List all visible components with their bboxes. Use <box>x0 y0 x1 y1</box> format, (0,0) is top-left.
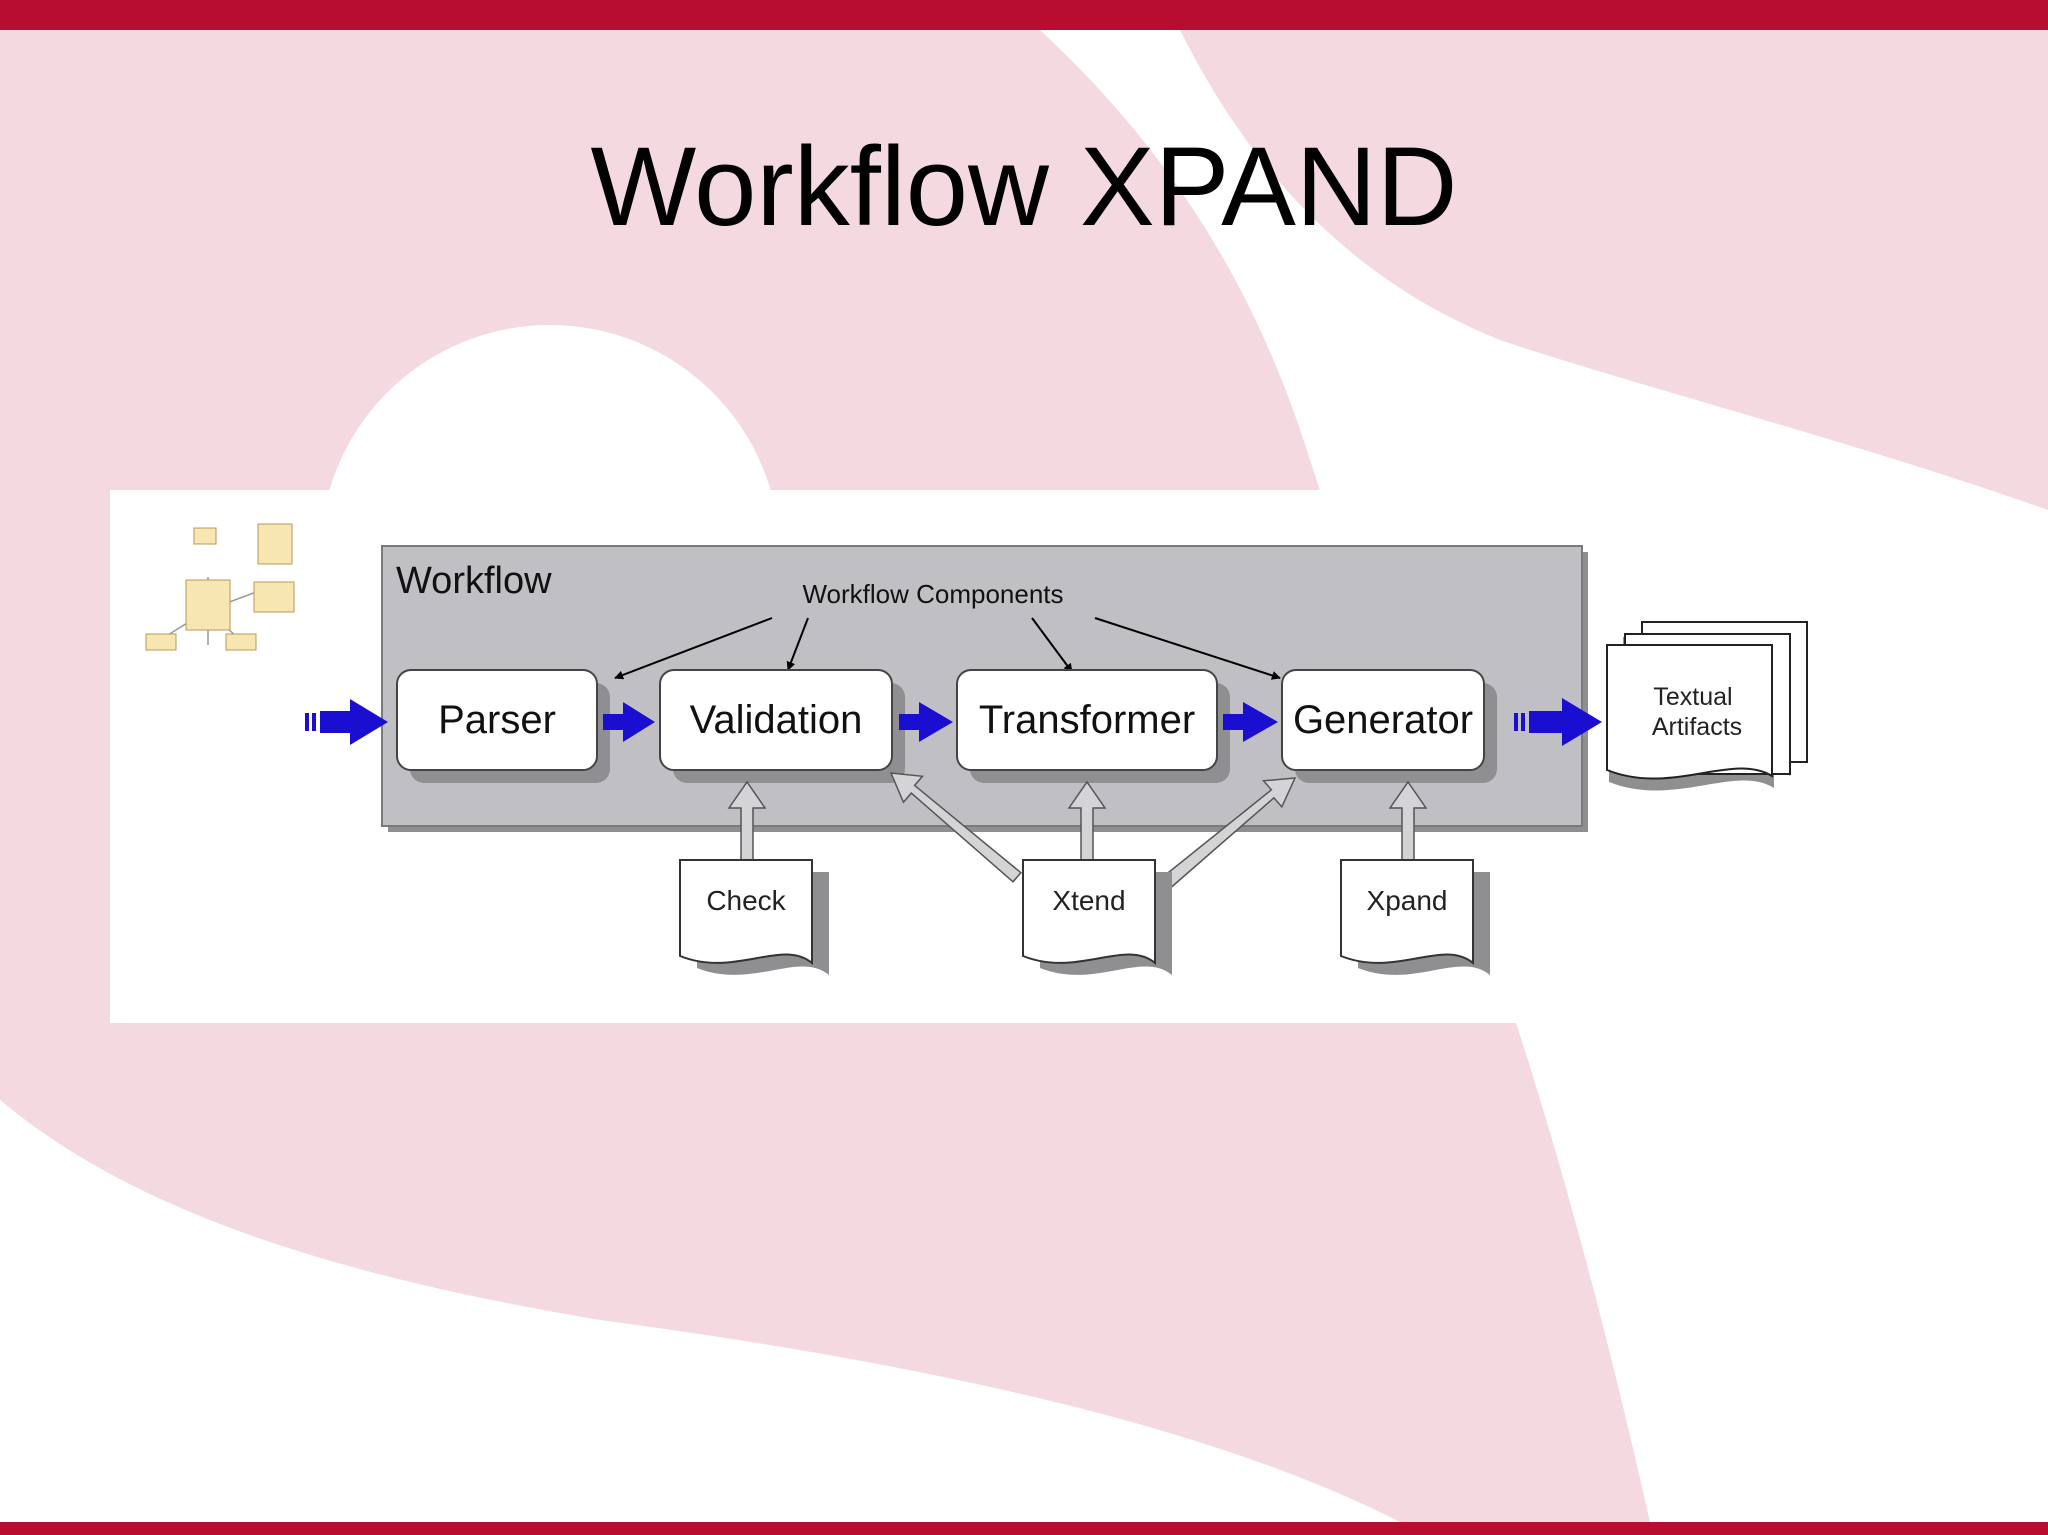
arrow-xpand-to-generator <box>1388 780 1428 861</box>
document-xtend: Xtend <box>1022 859 1172 975</box>
top-accent-bar <box>0 0 2048 30</box>
bottom-accent-bar <box>0 1522 2048 1535</box>
document-label-xpand: Xpand <box>1367 885 1448 916</box>
document-label-check: Check <box>706 885 786 916</box>
pointer-arrow-transformer <box>1031 617 1073 673</box>
document-label-xtend: Xtend <box>1052 885 1125 916</box>
artifacts-label-line1: Textual <box>1653 683 1732 711</box>
flow-arrow-validation-transformer <box>899 702 953 742</box>
input-flow-arrow <box>305 699 388 745</box>
artifacts-label-line2: Artifacts <box>1652 713 1742 741</box>
pointer-arrow-generator <box>1094 617 1281 680</box>
background-right-shape <box>1180 30 2048 510</box>
arrow-xtend-to-validation <box>889 772 1022 883</box>
component-label-validation: Validation <box>690 698 863 742</box>
pointer-arrow-validation <box>786 617 809 671</box>
arrow-xtend-to-transformer <box>1067 780 1107 861</box>
component-pointer-arrows <box>614 617 1281 680</box>
component-parser: Parser <box>396 669 598 771</box>
component-label-generator: Generator <box>1293 698 1473 742</box>
workflow-components-label: Workflow Components <box>802 579 1063 609</box>
document-check: Check <box>679 859 829 975</box>
component-label-parser: Parser <box>438 698 556 742</box>
workflow-diagram: Workflow Workflow Components Parser <box>145 523 1808 975</box>
slide-title: Workflow XPAND <box>590 124 1458 249</box>
component-validation: Validation <box>659 669 893 771</box>
language-arrows <box>727 772 1428 890</box>
component-label-transformer: Transformer <box>979 698 1195 742</box>
workflow-container-label: Workflow <box>396 560 552 602</box>
pointer-arrow-parser <box>614 617 773 680</box>
document-xpand: Xpand <box>1340 859 1490 975</box>
arrow-xtend-to-generator <box>1160 777 1297 890</box>
output-flow-arrow <box>1514 698 1602 746</box>
uml-model-diagram-icon <box>145 523 295 651</box>
flow-arrows <box>305 698 1602 746</box>
flow-arrow-parser-validation <box>603 702 655 742</box>
component-transformer: Transformer <box>956 669 1218 771</box>
arrow-check-to-validation <box>727 780 767 861</box>
diagram-panel: Workflow Workflow Components Parser <box>110 490 1910 1023</box>
textual-artifacts-stack: Textual Artifacts <box>1606 621 1808 791</box>
flow-arrow-transformer-generator <box>1223 702 1278 742</box>
component-generator: Generator <box>1281 669 1485 771</box>
